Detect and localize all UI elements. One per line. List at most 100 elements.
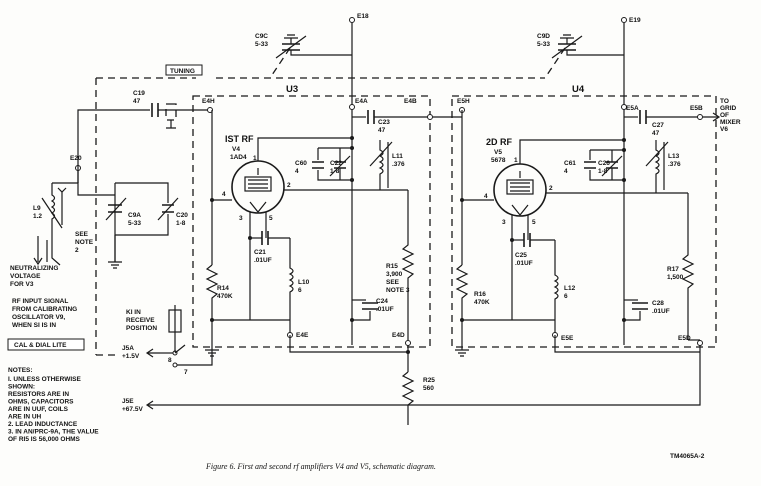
neutralizing-label: NEUTRALIZING	[10, 265, 58, 272]
rf-input-label: WHEN SI IS IN	[12, 322, 56, 329]
terminal-e5h: E5H	[457, 98, 470, 105]
c9c-capacitor	[275, 34, 352, 59]
terminal-e5d: E5D	[678, 335, 691, 342]
label-l11: L11	[392, 153, 403, 160]
stage-u4-name: U4	[572, 84, 585, 95]
label-l9: 1.2	[33, 213, 42, 220]
neutralizing-label: VOLTAGE	[10, 273, 41, 280]
terminal-e19: E19	[629, 17, 641, 24]
c9d-capacitor	[551, 34, 624, 59]
relay-label: POSITION	[126, 325, 157, 332]
rf-input-label: FROM CALIBRATING	[12, 306, 77, 313]
neutralizing-label: FOR V3	[10, 281, 34, 288]
label-r16: 470K	[474, 299, 490, 306]
pin-v4-4: 4	[222, 191, 226, 198]
cal-dial-box	[7, 338, 85, 351]
label-c22: 1-8	[330, 168, 340, 175]
label-l10: L10	[298, 279, 310, 286]
supply-lines	[145, 305, 700, 425]
supply-j5e: +67.5V	[122, 406, 143, 413]
terminal-e18: E18	[357, 13, 369, 20]
pin-v4-2: 2	[287, 182, 291, 189]
label-c20: C20	[176, 212, 188, 219]
document-number: TM4065A-2	[670, 453, 705, 460]
notes-lines: I. UNLESS OTHERWISE	[8, 376, 81, 383]
label-c9a: 5-33	[128, 220, 141, 227]
tuning-gang-line	[95, 47, 566, 356]
terminal-e4e: E4E	[296, 332, 309, 339]
label-c19: 47	[133, 98, 141, 105]
terminal-e4d: E4D	[392, 332, 405, 339]
label-c22: C22	[330, 160, 342, 167]
output-label: TO	[720, 98, 729, 105]
tuning-label: TUNING	[170, 68, 195, 75]
see-note-2: 2	[75, 247, 79, 254]
label-r25: 560	[423, 385, 434, 392]
label-l12: L12	[564, 285, 576, 292]
label-r14: 470K	[217, 293, 233, 300]
label-r16: R16	[474, 291, 486, 298]
tube-v4-type: 1AD4	[230, 154, 247, 161]
label-c60: 4	[295, 168, 299, 175]
relay-contact-8: 8	[168, 357, 172, 364]
label-c9c: 5-33	[255, 41, 268, 48]
label-c26: 1-8	[598, 168, 608, 175]
cal-dial-label: CAL & DIAL LITE	[14, 342, 67, 349]
notes-lines: ARE IN UH	[8, 414, 42, 421]
notes-lines: 2. LEAD INDUCTANCE	[8, 421, 78, 428]
notes-lines: 3. IN AN/PRC-9A, THE VALUE	[8, 429, 99, 436]
pin-v5-1: 1	[514, 157, 518, 164]
notes-heading: NOTES:	[8, 367, 33, 374]
tube-v5-ref: V5	[494, 149, 502, 156]
terminal-e5a: E5A	[626, 105, 639, 112]
label-c27: 47	[652, 130, 660, 137]
pin-v5-4: 4	[484, 193, 488, 200]
terminal-e4b: E4B	[404, 98, 417, 105]
label-r25: R25	[423, 377, 435, 384]
notes-lines: OHMS, CAPACITORS	[8, 399, 74, 406]
label-c25: C25	[515, 252, 527, 259]
label-c24: .01UF	[376, 306, 394, 313]
pin-v4-3: 3	[239, 215, 243, 222]
tuning-label-box	[165, 64, 203, 76]
terminal-e4h: E4H	[202, 98, 215, 105]
tube-v4-title: IST RF	[225, 134, 254, 144]
label-l12: 6	[564, 293, 568, 300]
label-r15: SEE	[386, 279, 400, 286]
stage-u4-circuit	[160, 17, 721, 406]
relay-contact-7: 7	[184, 369, 188, 376]
relay-label: KI IN	[126, 309, 141, 316]
pin-v5-5: 5	[532, 219, 536, 226]
label-r17: R17	[667, 266, 679, 273]
stage-u3-name: U3	[286, 84, 298, 95]
supply-j5a: J5A	[122, 345, 134, 352]
output-label: OF	[720, 112, 729, 119]
tube-v5-type: 5678	[491, 157, 506, 164]
supply-j5e: J5E	[122, 398, 134, 405]
input-network	[33, 103, 210, 269]
output-label: V6	[720, 126, 728, 133]
pin-v4-5: 5	[269, 215, 273, 222]
tube-v5-title: 2D RF	[486, 137, 513, 147]
label-r17: 1,500	[667, 274, 684, 281]
terminal-e5b: E5B	[690, 105, 703, 112]
label-c21: C21	[254, 249, 266, 256]
label-c61: 4	[564, 168, 568, 175]
label-c23: C23	[378, 119, 390, 126]
label-c25: .01UF	[515, 260, 533, 267]
label-c28: C28	[652, 300, 664, 307]
label-c9a: C9A	[128, 212, 141, 219]
label-l13: L13	[668, 153, 680, 160]
label-l13: .376	[668, 161, 681, 168]
shield-u4	[451, 95, 717, 348]
label-r14: R14	[217, 285, 229, 292]
label-c26: C26	[598, 160, 610, 167]
see-note-2: NOTE	[75, 239, 94, 246]
label-c9d: C9D	[537, 33, 550, 40]
label-c23: 47	[378, 127, 386, 134]
label-r15: R15	[386, 263, 398, 270]
label-c28: .01UF	[652, 308, 670, 315]
relay-label: RECEIVE	[126, 317, 155, 324]
stage-u3-circuit	[205, 17, 462, 372]
